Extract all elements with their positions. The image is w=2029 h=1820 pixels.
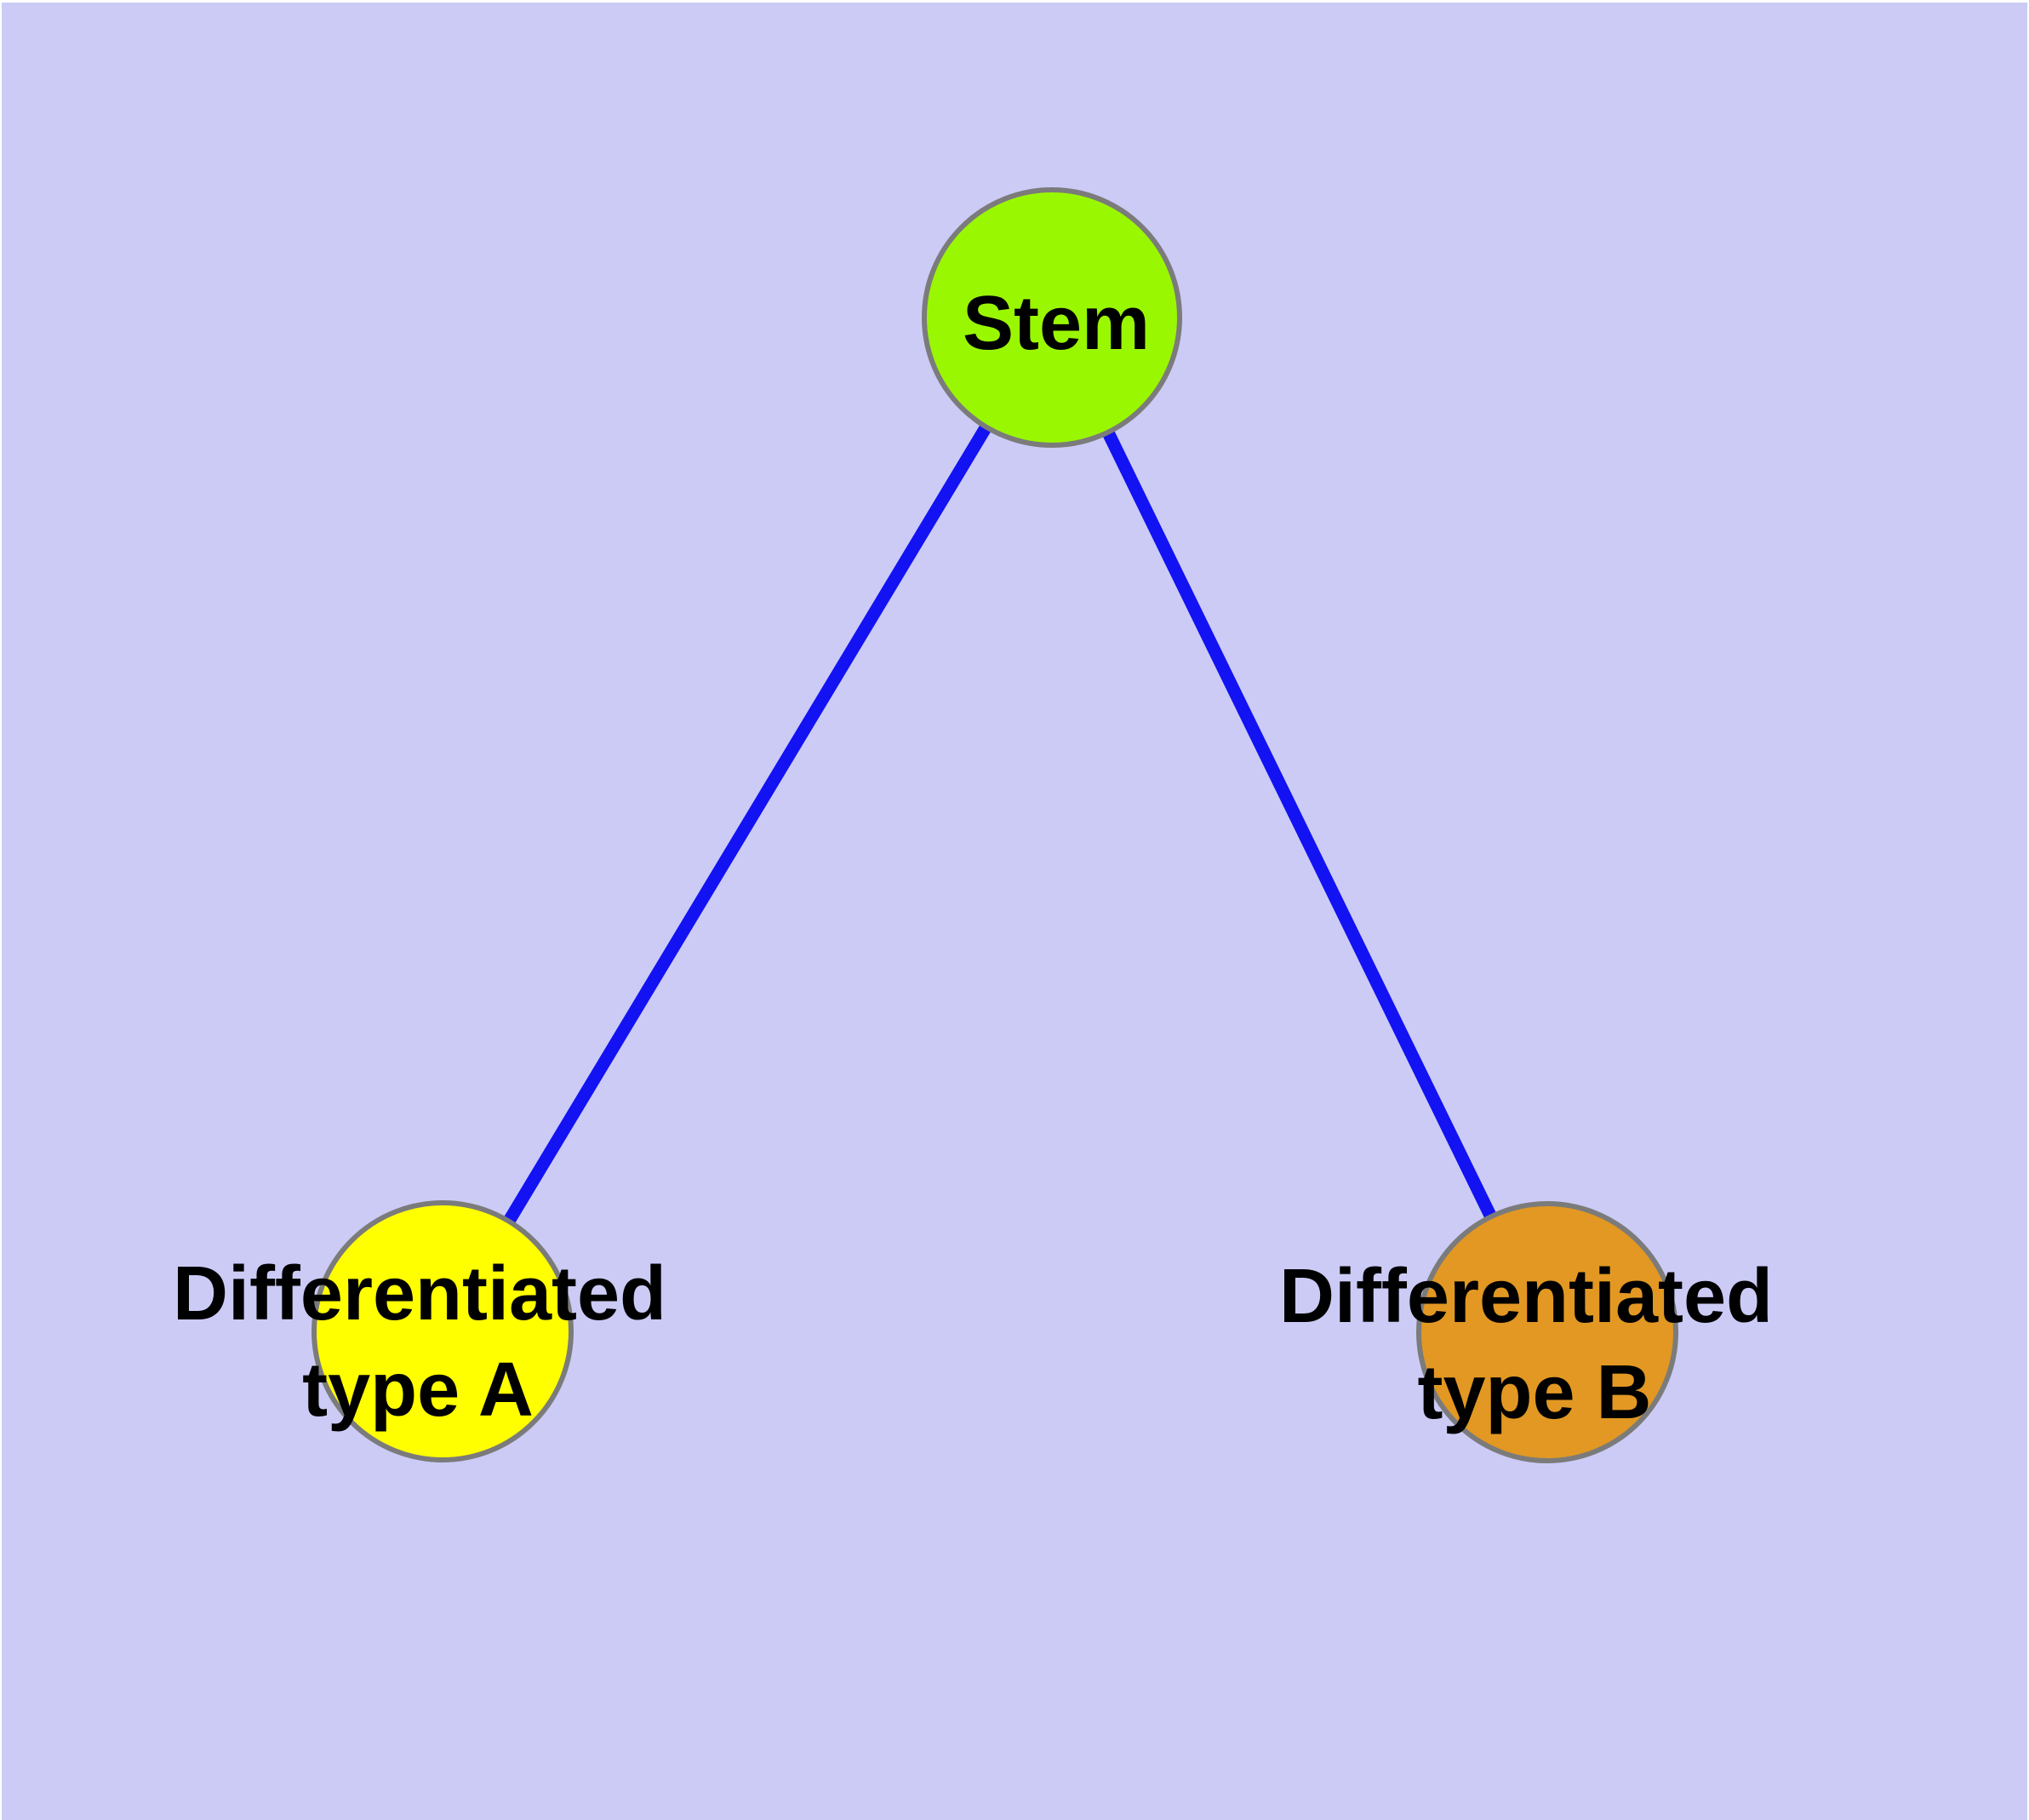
stem-node-label: Stem — [963, 281, 1150, 366]
type-b-node-label-line1: Differentiated — [1279, 1254, 1773, 1339]
type-a-node-label-line2: type A — [302, 1348, 534, 1433]
type-a-node-label-line1: Differentiated — [173, 1251, 666, 1336]
edge-stem-to-type-a — [437, 314, 1058, 1335]
edge-stem-to-type-b — [1046, 314, 1553, 1336]
type-b-node-circle — [1416, 1201, 1678, 1463]
type-b-node-label-line2: type B — [1417, 1350, 1651, 1435]
stem-node-circle — [922, 187, 1182, 448]
type-a-node-circle — [311, 1200, 574, 1462]
